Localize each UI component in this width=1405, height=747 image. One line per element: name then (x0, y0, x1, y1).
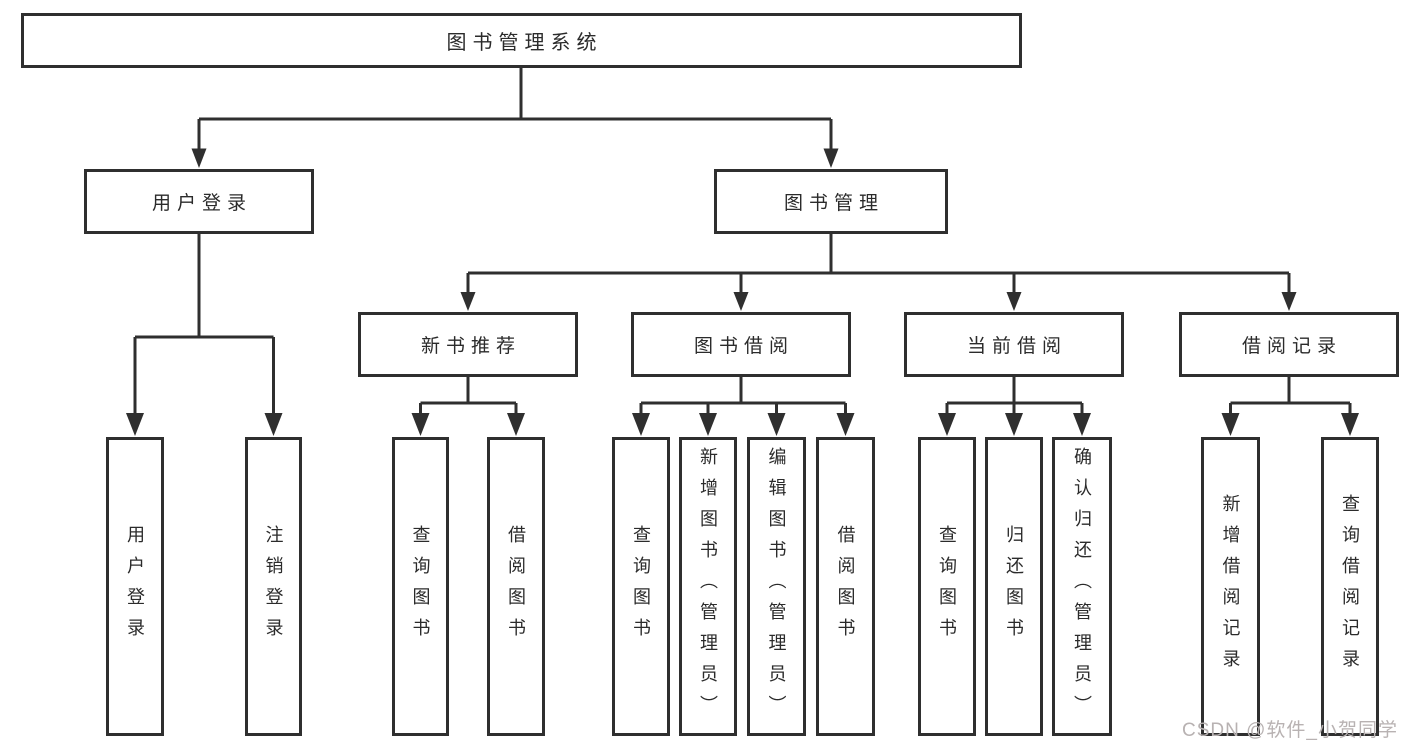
leaf-label: 查询图书 (631, 524, 651, 649)
arrowhead-edit-book (767, 413, 786, 436)
leaf-label: 借阅图书 (835, 524, 856, 649)
edge-bookborrow-to-leaves (639, 377, 847, 414)
arrowhead-add-record (1221, 413, 1240, 436)
leaf-add-borrow-record: 新增借阅记录 (1201, 437, 1260, 736)
leaf-query-book-recommend: 查询图书 (392, 437, 449, 736)
edge-login-to-leaves (133, 234, 275, 414)
arrowhead-add-book (699, 413, 717, 436)
node-book-borrow: 图书借阅 (631, 312, 851, 377)
leaf-user-login: 用户登录 (106, 437, 164, 736)
edge-root-to-level1 (197, 68, 833, 150)
arrowhead-query-book-2 (632, 413, 650, 436)
arrowhead-borrow-book-2 (836, 413, 855, 436)
node-current-borrow: 当前借阅 (904, 312, 1124, 377)
leaf-query-book-current: 查询图书 (918, 437, 976, 736)
leaf-return-book: 归还图书 (985, 437, 1043, 736)
node-book-mgmt: 图书管理 (714, 169, 948, 234)
leaf-label: 查询图书 (410, 524, 431, 649)
arrowhead-confirm-return (1073, 413, 1091, 436)
arrowhead-current-borrow (1006, 292, 1022, 311)
arrowhead-new-book (460, 292, 476, 311)
edge-records-to-leaves (1229, 377, 1352, 414)
leaf-label: 新增图书（管理员） (698, 447, 718, 726)
leaf-label: 注销登录 (263, 524, 284, 649)
arrowhead-query-record (1341, 413, 1359, 436)
arrowhead-book-mgmt (823, 148, 839, 168)
node-new-book-recommend: 新书推荐 (358, 312, 578, 377)
leaf-query-borrow-record: 查询借阅记录 (1321, 437, 1379, 736)
leaf-edit-book-admin: 编辑图书（管理员） (747, 437, 806, 736)
arrowhead-borrow-records (1281, 292, 1297, 311)
leaf-label: 新增借阅记录 (1220, 493, 1241, 680)
edge-mgmt-to-level2 (466, 234, 1291, 293)
leaf-label: 借阅图书 (506, 524, 526, 649)
leaf-label: 归还图书 (1004, 524, 1024, 649)
edge-newbook-to-leaves (419, 377, 518, 414)
leaf-label: 查询借阅记录 (1340, 493, 1360, 680)
leaf-label: 用户登录 (125, 524, 145, 649)
arrowhead-query-book-1 (411, 413, 430, 436)
leaf-add-book-admin: 新增图书（管理员） (679, 437, 737, 736)
node-borrow-records: 借阅记录 (1179, 312, 1399, 377)
leaf-label: 查询图书 (937, 524, 957, 649)
edge-currentborrow-to-leaves (945, 377, 1084, 414)
arrowhead-leaf-user-login (126, 413, 144, 436)
node-user-login: 用户登录 (84, 169, 314, 234)
leaf-label: 编辑图书（管理员） (766, 447, 787, 726)
watermark-text: CSDN @软件_小贺同学 (1182, 720, 1398, 741)
arrowhead-user-login (191, 148, 207, 168)
leaf-label: 确认归还（管理员） (1072, 447, 1092, 726)
arrowhead-book-borrow (733, 292, 749, 311)
leaf-query-book-borrow: 查询图书 (612, 437, 670, 736)
arrowhead-return-book (1005, 413, 1023, 436)
leaf-logout: 注销登录 (245, 437, 302, 736)
arrowhead-borrow-book-1 (507, 413, 525, 436)
leaf-borrow-book: 借阅图书 (816, 437, 875, 736)
arrowhead-leaf-logout (264, 413, 283, 436)
leaf-confirm-return-admin: 确认归还（管理员） (1052, 437, 1112, 736)
node-root: 图书管理系统 (21, 13, 1022, 68)
arrowhead-query-book-3 (938, 413, 956, 436)
leaf-borrow-book-recommend: 借阅图书 (487, 437, 545, 736)
